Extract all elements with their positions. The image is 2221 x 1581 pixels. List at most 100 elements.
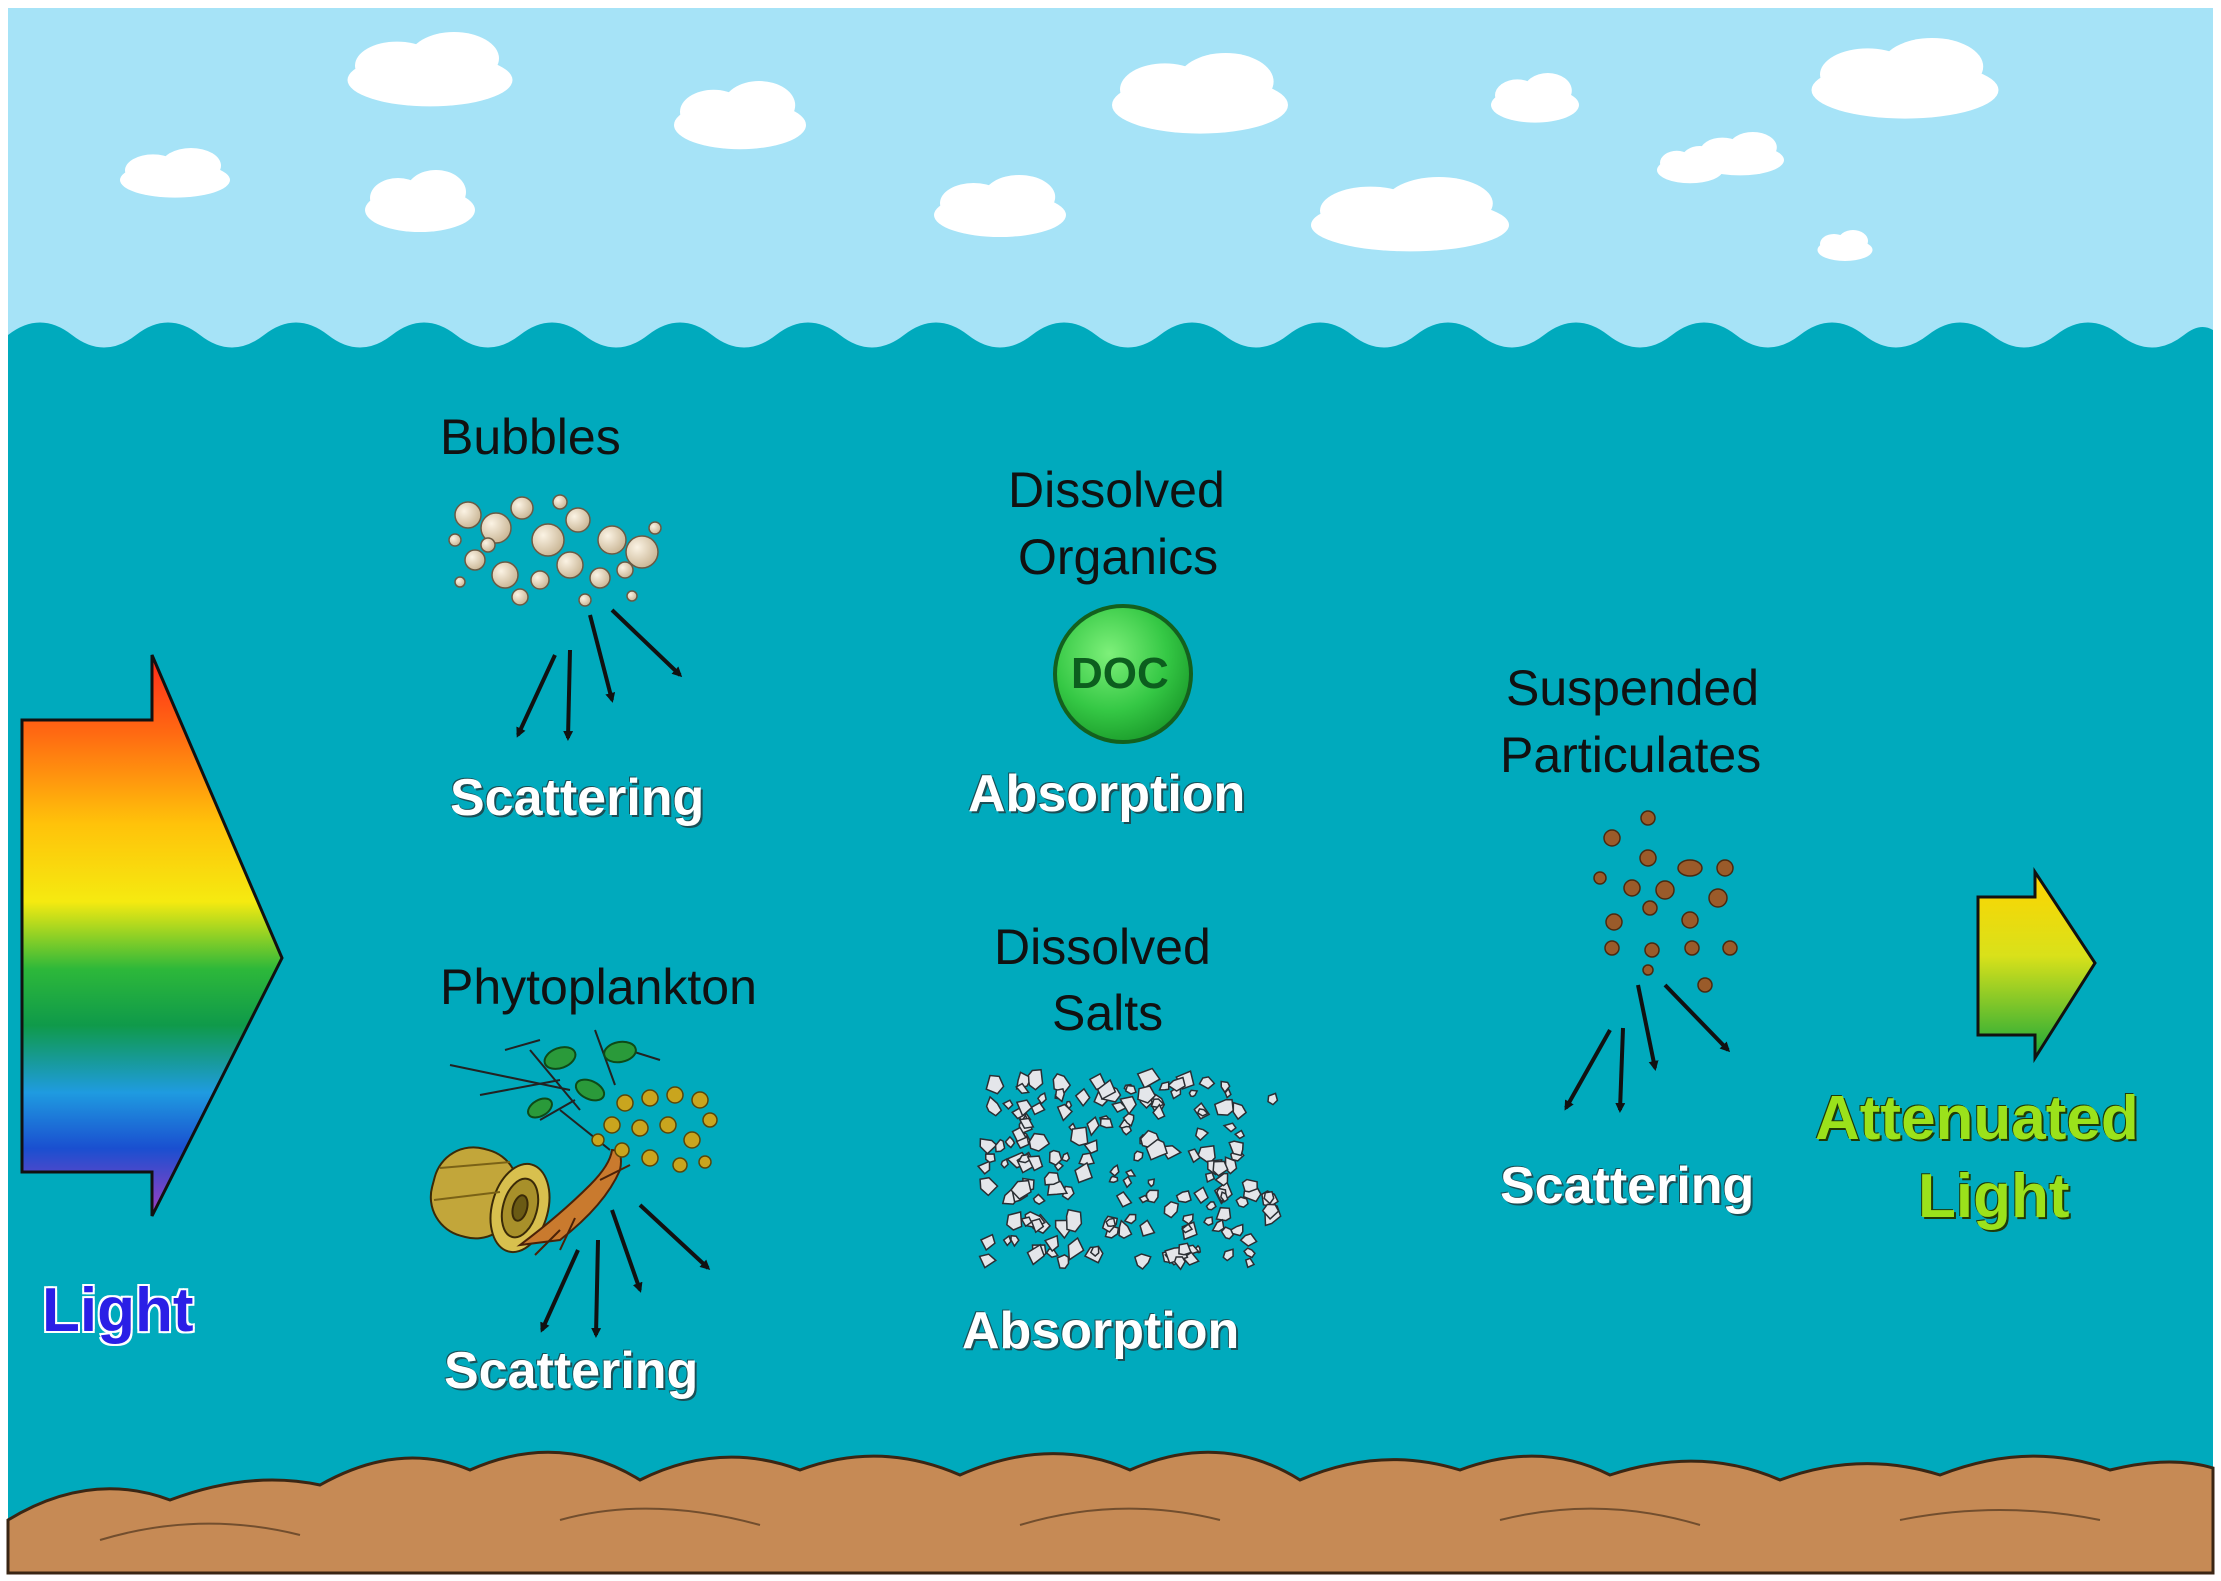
salt-crystal: [1152, 1103, 1166, 1121]
salt-crystal: [1147, 1178, 1156, 1188]
salt-crystal: [1263, 1190, 1275, 1205]
salt-crystal: [1198, 1076, 1216, 1090]
salt-crystal: [985, 1074, 1005, 1095]
salt-crystal: [1187, 1148, 1201, 1164]
salt-crystal: [1018, 1117, 1035, 1130]
salt-crystal: [1015, 1082, 1030, 1094]
salt-crystal: [1136, 1067, 1161, 1089]
salt-crystals-icon: [976, 1067, 1282, 1271]
salt-crystal: [1118, 1219, 1133, 1240]
phytoplankton-label: Phytoplankton: [440, 959, 757, 1015]
salt-crystal: [1115, 1191, 1133, 1208]
bubbles-label: Bubbles: [440, 409, 621, 465]
water: [8, 322, 2213, 1573]
salt-crystal: [1139, 1219, 1156, 1237]
salt-crystal: [1032, 1193, 1046, 1206]
salt-crystal: [1215, 1206, 1232, 1222]
suspended-line2: Particulates: [1500, 727, 1762, 783]
salt-crystal: [1213, 1098, 1234, 1116]
salt-crystal: [1043, 1234, 1060, 1253]
salt-crystal: [1010, 1179, 1032, 1200]
incoming-light-arrow: [20, 654, 284, 1217]
salt-crystal: [1220, 1226, 1235, 1240]
salt-crystal: [1010, 1234, 1020, 1248]
salt-crystal: [1011, 1126, 1027, 1143]
bubbles-icon: [448, 494, 662, 607]
salts-effect-label: Absorption: [962, 1302, 1240, 1360]
salt-crystal: [1158, 1080, 1170, 1091]
salt-crystal: [1133, 1253, 1152, 1270]
salt-crystal: [1133, 1150, 1144, 1162]
salt-crystal: [1241, 1178, 1258, 1193]
salt-crystal: [1239, 1232, 1258, 1247]
salt-crystal: [1020, 1216, 1033, 1228]
salt-crystal: [1089, 1245, 1100, 1257]
salt-crystal: [1196, 1108, 1209, 1117]
dissolved-salts-line1: Dissolved: [994, 919, 1211, 975]
bubbles-effect-label: Scattering: [450, 769, 705, 827]
salt-crystal: [1028, 1132, 1051, 1152]
salt-crystal: [976, 1160, 991, 1175]
salt-crystal: [985, 1095, 1003, 1117]
dissolved-organics-line1: Dissolved: [1008, 462, 1225, 518]
attenuated-line2: Light: [1918, 1162, 2070, 1231]
salt-crystal: [1004, 1135, 1016, 1149]
salt-crystal: [1232, 1101, 1248, 1121]
salt-crystal: [1065, 1100, 1073, 1110]
salt-crystal: [1124, 1169, 1137, 1177]
salt-crystal: [1188, 1089, 1199, 1098]
salt-crystal: [1000, 1158, 1009, 1169]
salt-crystal: [1163, 1200, 1180, 1219]
salt-crystal: [1069, 1126, 1089, 1147]
salt-crystal: [1222, 1122, 1237, 1133]
salt-crystal: [1026, 1243, 1045, 1266]
salt-crystal: [1193, 1186, 1209, 1205]
phytoplankton-icon: [429, 1029, 718, 1256]
salt-crystal: [1122, 1112, 1135, 1127]
salt-crystal: [1015, 1099, 1033, 1117]
salt-crystal: [1065, 1208, 1083, 1233]
salt-crystal: [979, 1233, 996, 1252]
dissolved-organics-line2: Organics: [1018, 529, 1219, 585]
salt-crystal: [1138, 1194, 1150, 1204]
salt-crystal: [1054, 1088, 1065, 1103]
salt-crystal: [1243, 1247, 1256, 1259]
salt-crystal: [1105, 1217, 1117, 1228]
salt-crystal: [1235, 1196, 1249, 1209]
salt-crystal: [1222, 1248, 1234, 1262]
salt-crystal: [1182, 1213, 1194, 1225]
salt-crystal: [1181, 1223, 1194, 1234]
salt-crystal: [1124, 1084, 1137, 1095]
attenuated-line1: Attenuated: [1815, 1084, 2139, 1153]
suspended-line1: Suspended: [1506, 660, 1760, 716]
salt-crystal: [1167, 1076, 1186, 1092]
salt-crystal: [1083, 1139, 1099, 1155]
salt-crystal: [1178, 1242, 1192, 1256]
doc-label: DOC: [1071, 649, 1169, 698]
salt-crystal: [1145, 1138, 1169, 1161]
salt-crystal: [1111, 1101, 1128, 1113]
salt-crystal: [1036, 1091, 1047, 1105]
salt-crystal: [984, 1153, 996, 1164]
salt-crystal: [1005, 1211, 1023, 1231]
salt-crystal: [1122, 1175, 1133, 1189]
doc-circle-icon: [1053, 604, 1193, 744]
salt-crystal: [1048, 1149, 1063, 1167]
salt-crystal: [1074, 1087, 1091, 1108]
salt-crystal: [1120, 1125, 1133, 1136]
light-label: Light: [42, 1276, 194, 1345]
salt-crystal: [1026, 1155, 1044, 1172]
salt-crystal: [1205, 1201, 1217, 1211]
salt-crystal: [1119, 1095, 1137, 1116]
salt-crystal: [1228, 1140, 1244, 1157]
salt-crystal: [979, 1138, 998, 1155]
salt-crystal: [1002, 1099, 1014, 1110]
salt-crystal: [1212, 1160, 1229, 1177]
salt-crystal: [1056, 1254, 1070, 1269]
salt-crystal: [1099, 1117, 1114, 1129]
particulates-scatter-arrows: [1564, 983, 1731, 1113]
salt-crystal: [1137, 1085, 1157, 1104]
salt-crystal: [1203, 1216, 1214, 1227]
dissolved-salts-line2: Salts: [1052, 985, 1164, 1041]
